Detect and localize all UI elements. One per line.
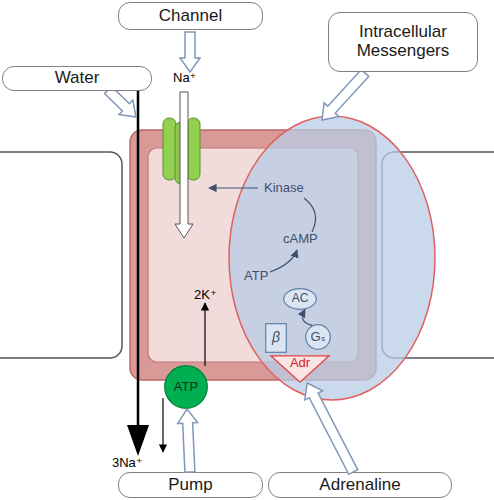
atp-camp-arrow <box>270 250 297 272</box>
potassium-arrow <box>204 303 205 366</box>
water-flow-head <box>127 425 149 456</box>
enzyme-ellipse: AC <box>283 288 317 310</box>
callout-pointer <box>322 70 369 120</box>
receptor-box: β <box>265 323 287 353</box>
node-text: Adrenaline <box>319 476 400 495</box>
node-text: Channel <box>159 7 222 26</box>
ion-label: 2K⁺ <box>194 287 217 302</box>
pump-circle-shape <box>165 366 208 409</box>
messenger-label: Kinase <box>264 180 304 195</box>
callout-box: Intracellular Messengers <box>328 12 478 72</box>
callout-pointer <box>180 32 200 72</box>
adrenaline-triangle-shape <box>271 356 329 382</box>
callout-pointer <box>305 383 358 474</box>
g-protein-circle-shape <box>306 325 331 350</box>
messenger-region <box>229 116 435 400</box>
messenger-label: cAMP <box>283 231 318 246</box>
node-text: Intracellular Messengers <box>338 23 468 60</box>
ion-label: 3Na⁺ <box>112 455 143 470</box>
node-text: ATP <box>174 380 198 394</box>
callout-pointer <box>178 409 198 472</box>
activation-arrow <box>303 310 313 326</box>
g-protein-circle: Gₛ <box>305 324 331 350</box>
enzyme-ellipse-shape <box>284 289 317 310</box>
neighbor-cell <box>0 152 122 358</box>
kinase-arrow <box>209 187 258 188</box>
channel-subunit <box>163 118 176 180</box>
node-text: β <box>272 330 280 345</box>
sodium-flow-arrow <box>175 92 193 238</box>
node-text: Adr <box>290 356 310 370</box>
channel-subunit <box>187 118 200 180</box>
water-flow-line <box>137 88 140 426</box>
messenger-label: ATP <box>244 268 268 283</box>
node-text: AC <box>292 292 309 305</box>
pump-circle: ATP <box>164 365 208 409</box>
receptor-box-shape <box>266 324 287 353</box>
camp-kinase-line <box>304 198 316 232</box>
adrenaline-triangle: Adr <box>270 355 330 383</box>
ion-label: Na⁺ <box>173 70 196 85</box>
sodium-out-arrow <box>162 398 163 452</box>
node-text: Gₛ <box>311 330 326 344</box>
callout-box: Water <box>2 66 152 91</box>
node-text: Water <box>55 69 100 88</box>
callout-box: Adrenaline <box>268 472 452 498</box>
node-text: Pump <box>168 476 212 495</box>
callout-box: Pump <box>118 472 263 498</box>
callout-box: Channel <box>118 2 263 30</box>
